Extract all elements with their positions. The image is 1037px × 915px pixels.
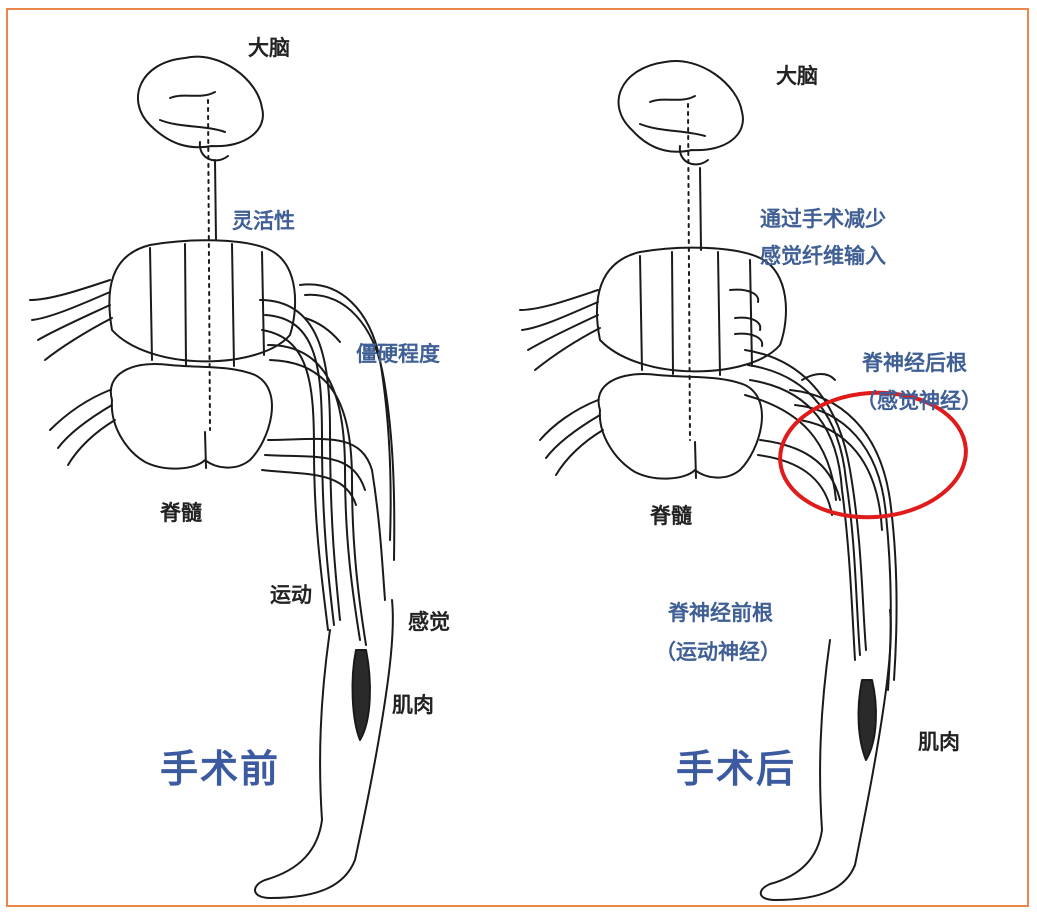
right-cord-rib-1 — [640, 256, 642, 370]
left-muscle-label: 肌肉 — [392, 689, 434, 719]
right-brain-label: 大脑 — [776, 60, 818, 90]
left-flexibility-label: 灵活性 — [232, 205, 295, 235]
right-posterior-root-line1: 脊神经后根 — [862, 347, 967, 377]
right-brain — [619, 61, 743, 152]
right-cord-rib-3 — [718, 252, 720, 375]
left-muscle — [353, 650, 370, 740]
left-dotted-path — [208, 100, 210, 430]
left-cord-rib-2 — [185, 244, 186, 365]
right-cerebellum — [680, 146, 708, 164]
left-cord-line — [215, 160, 216, 240]
left-stiffness-label: 僵硬程度 — [356, 338, 440, 368]
left-brain — [138, 57, 263, 148]
right-cord-lower — [599, 374, 762, 479]
right-brain-fold-2 — [640, 124, 705, 136]
left-cord-rib-3 — [232, 244, 234, 366]
left-stiffness-leader — [305, 318, 340, 342]
right-brain-fold — [650, 96, 695, 102]
left-sensory-label: 感觉 — [408, 606, 450, 636]
right-muscle-label: 肌肉 — [918, 726, 960, 756]
left-cerebellum — [200, 142, 228, 160]
left-cord-rib-4 — [262, 252, 264, 355]
right-note-line1: 通过手术减少 — [760, 203, 886, 233]
right-title: 手术后 — [676, 738, 796, 793]
left-cord-groove — [205, 432, 206, 468]
left-spinal-cord-label: 脊髓 — [160, 497, 202, 527]
right-dotted-path — [688, 104, 690, 440]
right-rootlets-left — [520, 290, 603, 475]
left-title: 手术前 — [160, 738, 280, 793]
right-posterior-root-line2: （感觉神经） — [856, 385, 982, 415]
left-motor-label: 运动 — [270, 579, 312, 609]
right-cord-line — [700, 168, 701, 250]
left-cord-rib-1 — [150, 248, 152, 360]
left-cord-lower — [111, 364, 272, 469]
right-spinal-cord-label: 脊髓 — [650, 500, 692, 530]
left-rootlets-left — [30, 280, 115, 465]
right-cord-rib-2 — [672, 252, 673, 374]
left-brain-fold-2 — [160, 120, 225, 132]
right-cord-groove — [695, 442, 696, 478]
right-muscle — [859, 680, 876, 760]
right-anterior-root-line1: 脊神经前根 — [668, 597, 773, 627]
right-note-line2: 感觉纤维输入 — [760, 240, 886, 270]
left-brain-fold — [170, 92, 215, 98]
right-anterior-root-line2: （运动神经） — [655, 636, 781, 666]
left-brain-label: 大脑 — [248, 32, 290, 62]
